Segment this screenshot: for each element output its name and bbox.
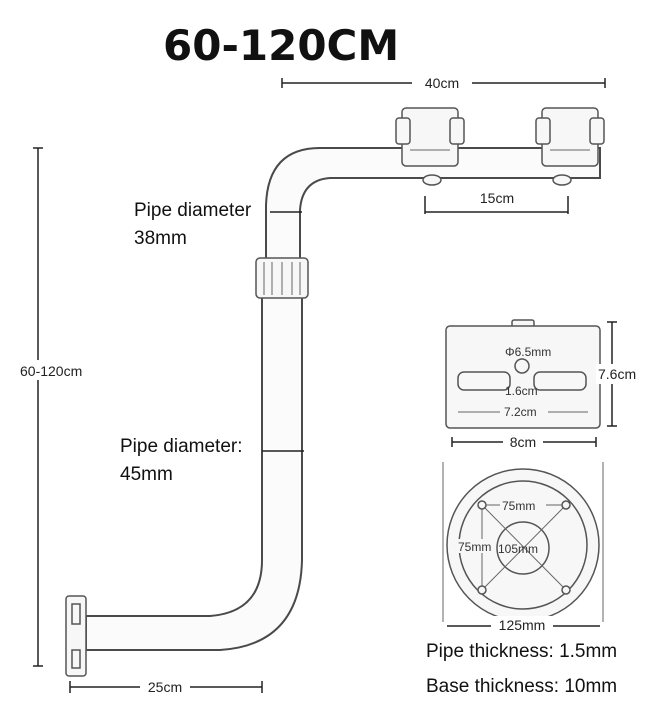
lower-pipe-label-line1: Pipe diameter:: [120, 436, 243, 457]
upper-pipe-label-line1: Pipe diameter: [134, 200, 252, 221]
title: 60-120CM: [163, 21, 399, 70]
clamp-plate-detail: Φ6.5mm 1.6cm 7.2cm: [445, 319, 601, 429]
pole-clamp-right: [535, 107, 605, 167]
plate-inner-2-label: 7.2cm: [504, 405, 537, 419]
clamp-spacing-dimension: 15cm: [424, 190, 569, 214]
base-plate-detail: 75mm 75mm 105mm: [442, 462, 604, 622]
pipe-coupling: [255, 257, 309, 299]
height-label: 60-120cm: [20, 363, 82, 379]
base-center-label: 105mm: [498, 542, 538, 556]
plate-height-label: 7.6cm: [598, 366, 636, 382]
plate-hole-label: Φ6.5mm: [505, 345, 551, 359]
pipe-thickness-note: Pipe thickness: 1.5mm: [426, 641, 617, 662]
plate-width-dimension: 8cm: [451, 432, 597, 450]
plate-height-dimension: 7.6cm: [596, 321, 650, 427]
bottom-length-dimension: 25cm: [69, 678, 263, 696]
plate-width-label: 8cm: [510, 434, 536, 450]
bottom-length-label: 25cm: [148, 679, 182, 695]
lower-pipe-label-line2: 45mm: [120, 464, 173, 485]
bracket-pipe: [65, 147, 601, 677]
height-dimension: 60-120cm: [14, 147, 104, 667]
upper-pipe-label-line2: 38mm: [134, 228, 187, 249]
base-thickness-note: Base thickness: 10mm: [426, 676, 617, 697]
top-width-label: 40cm: [425, 75, 459, 91]
base-x-label: 75mm: [502, 499, 535, 513]
pole-clamp-left: [395, 107, 465, 167]
plate-inner-1-label: 1.6cm: [505, 384, 538, 398]
base-diameter-dimension: 125mm: [447, 616, 600, 634]
wall-plate: [65, 595, 87, 677]
base-y-label: 75mm: [458, 540, 491, 554]
base-diameter-label: 125mm: [499, 617, 546, 633]
clamp-spacing-label: 15cm: [480, 190, 514, 206]
top-width-dimension: 40cm: [281, 74, 606, 92]
